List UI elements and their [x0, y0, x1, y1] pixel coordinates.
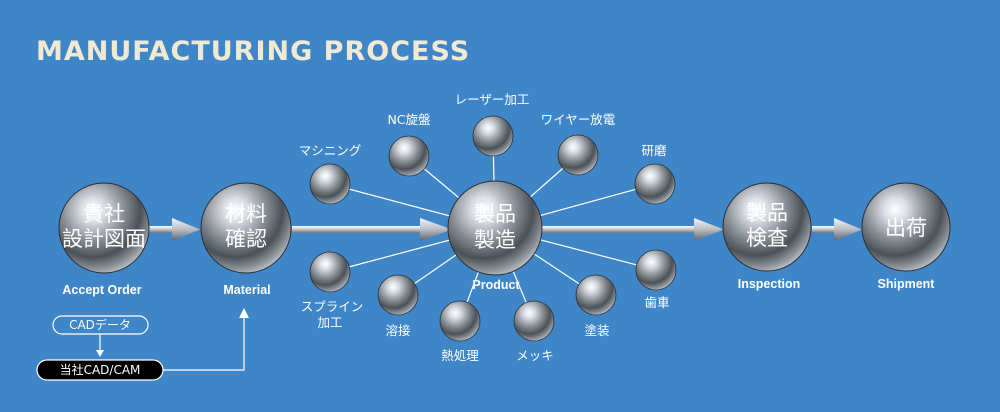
sphere-laser — [472, 115, 514, 157]
step-line1: 出荷 — [885, 216, 927, 240]
cad-arrowhead — [96, 350, 104, 357]
process-label-welding: 溶接 — [385, 323, 411, 338]
process-label-painting: 塗装 — [584, 323, 609, 338]
sphere-material: 材料 確認 — [200, 182, 292, 274]
process-label-spline-line2: 加工 — [317, 315, 342, 330]
arrow-product-to-inspection — [540, 218, 724, 241]
cam-to-material-arrowhead — [239, 308, 249, 318]
sphere-polishing — [634, 163, 676, 205]
sphere-spline — [309, 251, 351, 293]
sphere-accept-order: 貴社 設計図面 — [58, 182, 150, 274]
arrow-inspection-to-shipment — [812, 218, 862, 241]
step-line2: 検査 — [746, 226, 788, 250]
step-line1: 貴社 — [83, 202, 125, 226]
cad-data-label: CADデータ — [69, 317, 131, 332]
step-line1: 製品 — [474, 202, 516, 226]
sphere-inspection: 製品 検査 — [722, 182, 812, 272]
step-line2: 製造 — [474, 228, 516, 252]
label-inspection: Inspection — [738, 277, 801, 291]
process-label-wire-edm: ワイヤー放電 — [541, 112, 616, 127]
step-line1: 材料 — [225, 202, 267, 226]
process-label-spline: スプライン — [301, 299, 364, 314]
cad-cam-pill: 当社CAD/CAM — [36, 359, 164, 381]
sphere-welding — [377, 274, 419, 316]
label-product: Product — [472, 278, 520, 292]
process-label-laser: レーザー加工 — [455, 92, 530, 107]
process-label-gear: 歯車 — [644, 295, 669, 310]
cam-to-material-line — [163, 316, 245, 371]
cad-cam-label: 当社CAD/CAM — [60, 362, 141, 377]
sphere-wire-edm — [557, 134, 599, 176]
process-label-machining: マシニング — [299, 143, 362, 158]
sphere-product: 製品 製造 — [447, 180, 543, 276]
label-material: Material — [223, 283, 270, 297]
label-accept-order: Accept Order — [62, 283, 141, 297]
cad-data-pill: CADデータ — [52, 315, 149, 335]
process-label-heat-treatment: 熱処理 — [441, 348, 479, 363]
arrow-order-to-material — [148, 218, 200, 241]
arrow-material-to-product — [292, 218, 452, 241]
sphere-shipment: 出荷 — [861, 182, 951, 272]
process-label-plating: メッキ — [516, 348, 554, 363]
sphere-gear — [635, 249, 677, 291]
small-process-spheres — [309, 115, 677, 342]
sphere-plating — [513, 300, 555, 342]
sphere-machining — [309, 163, 351, 205]
step-line2: 確認 — [225, 227, 267, 251]
step-line2: 設計図面 — [62, 227, 146, 251]
sphere-nc-lathe — [388, 135, 430, 177]
flow-arrows — [148, 218, 862, 241]
sphere-heat-treatment — [439, 300, 481, 342]
process-label-polishing: 研磨 — [641, 143, 667, 158]
page-title: MANUFACTURING PROCESS — [36, 36, 470, 67]
step-line1: 製品 — [746, 201, 788, 225]
sphere-painting — [575, 274, 617, 316]
process-label-nc-lathe: NC旋盤 — [387, 112, 431, 127]
label-shipment: Shipment — [878, 277, 936, 291]
